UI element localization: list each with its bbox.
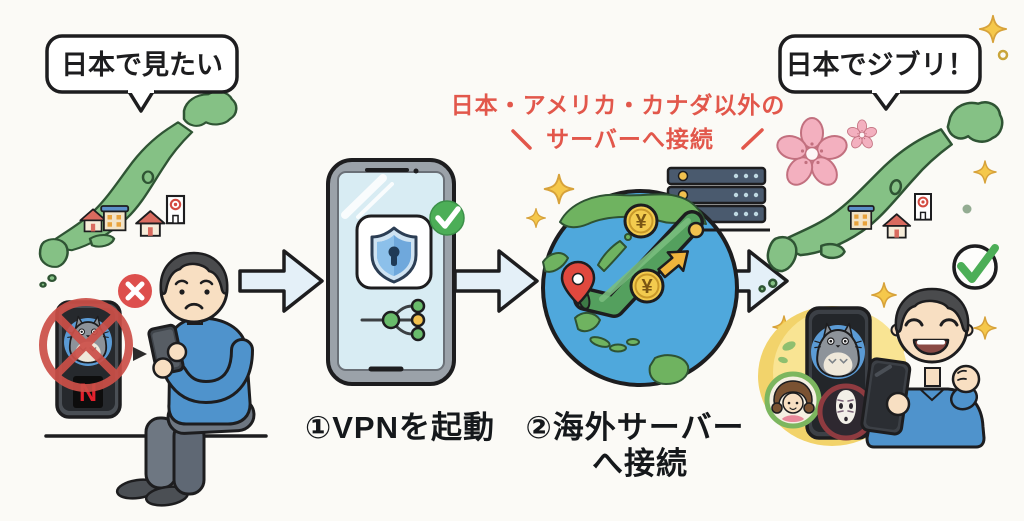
no-face-icon	[817, 383, 875, 441]
right-bubble-text: 日本でジブリ！	[786, 49, 975, 80]
hand	[885, 391, 911, 417]
left-bubble-text: 日本で見たい	[61, 50, 223, 80]
vpn-app-icon	[355, 214, 433, 290]
step2-label-line1: ②海外サーバー	[526, 410, 745, 445]
leaf-icon	[782, 341, 796, 351]
tower-icon	[913, 192, 933, 221]
dot-icon	[997, 49, 1009, 61]
server-note: 日本・アメリカ・カナダ以外の サーバーへ接続	[451, 92, 786, 152]
server-stack-icon	[666, 166, 767, 224]
server-link	[687, 221, 770, 239]
right-speech-bubble: 日本でジブリ！	[778, 34, 982, 111]
step2-label-line2: へ接続	[592, 446, 688, 481]
happy-face	[904, 318, 959, 356]
building-icon	[847, 205, 875, 230]
sad-man	[115, 251, 256, 507]
left-speech-bubble: 日本で見たい	[45, 34, 239, 113]
step1-label: ①VPNを起動	[305, 410, 495, 445]
leaf-icon	[778, 356, 788, 364]
globe-scene: ¥ ¥	[526, 166, 770, 387]
shield-lock-icon	[370, 226, 418, 284]
netflix-logo: N	[73, 376, 103, 408]
coin-symbol: ¥	[635, 211, 647, 233]
happy-viewer	[860, 287, 986, 449]
note-slash-right	[741, 128, 764, 150]
building-icon	[100, 205, 130, 232]
yen-coin-icon: ¥	[623, 203, 659, 239]
dot-icon	[962, 204, 972, 214]
tower-icon	[165, 194, 186, 225]
raised-fist	[951, 364, 981, 394]
vpn-phone	[326, 158, 465, 386]
prohibition-icon	[39, 298, 133, 392]
speech-tail-icon	[133, 347, 147, 361]
hair	[159, 251, 229, 295]
sad-face	[174, 279, 214, 310]
hair	[894, 287, 970, 333]
sad-viewer-scene: N	[39, 251, 268, 507]
location-pin-icon	[560, 260, 596, 306]
yen-coin-icon: ¥	[629, 268, 665, 304]
mei-icon	[764, 371, 822, 429]
check-badge-icon	[429, 200, 465, 236]
success-check-icon	[952, 244, 999, 290]
note-slash-left	[511, 129, 532, 150]
server-note-line2: サーバーへ接続	[546, 126, 714, 152]
phone-camera-dot	[413, 168, 419, 174]
upward-arrow-icon	[657, 250, 690, 279]
error-x-icon	[118, 274, 152, 308]
vpn-network-icon	[360, 298, 426, 342]
coin-symbol: ¥	[641, 276, 653, 298]
server-note-line1: 日本・アメリカ・カナダ以外の	[451, 92, 786, 118]
